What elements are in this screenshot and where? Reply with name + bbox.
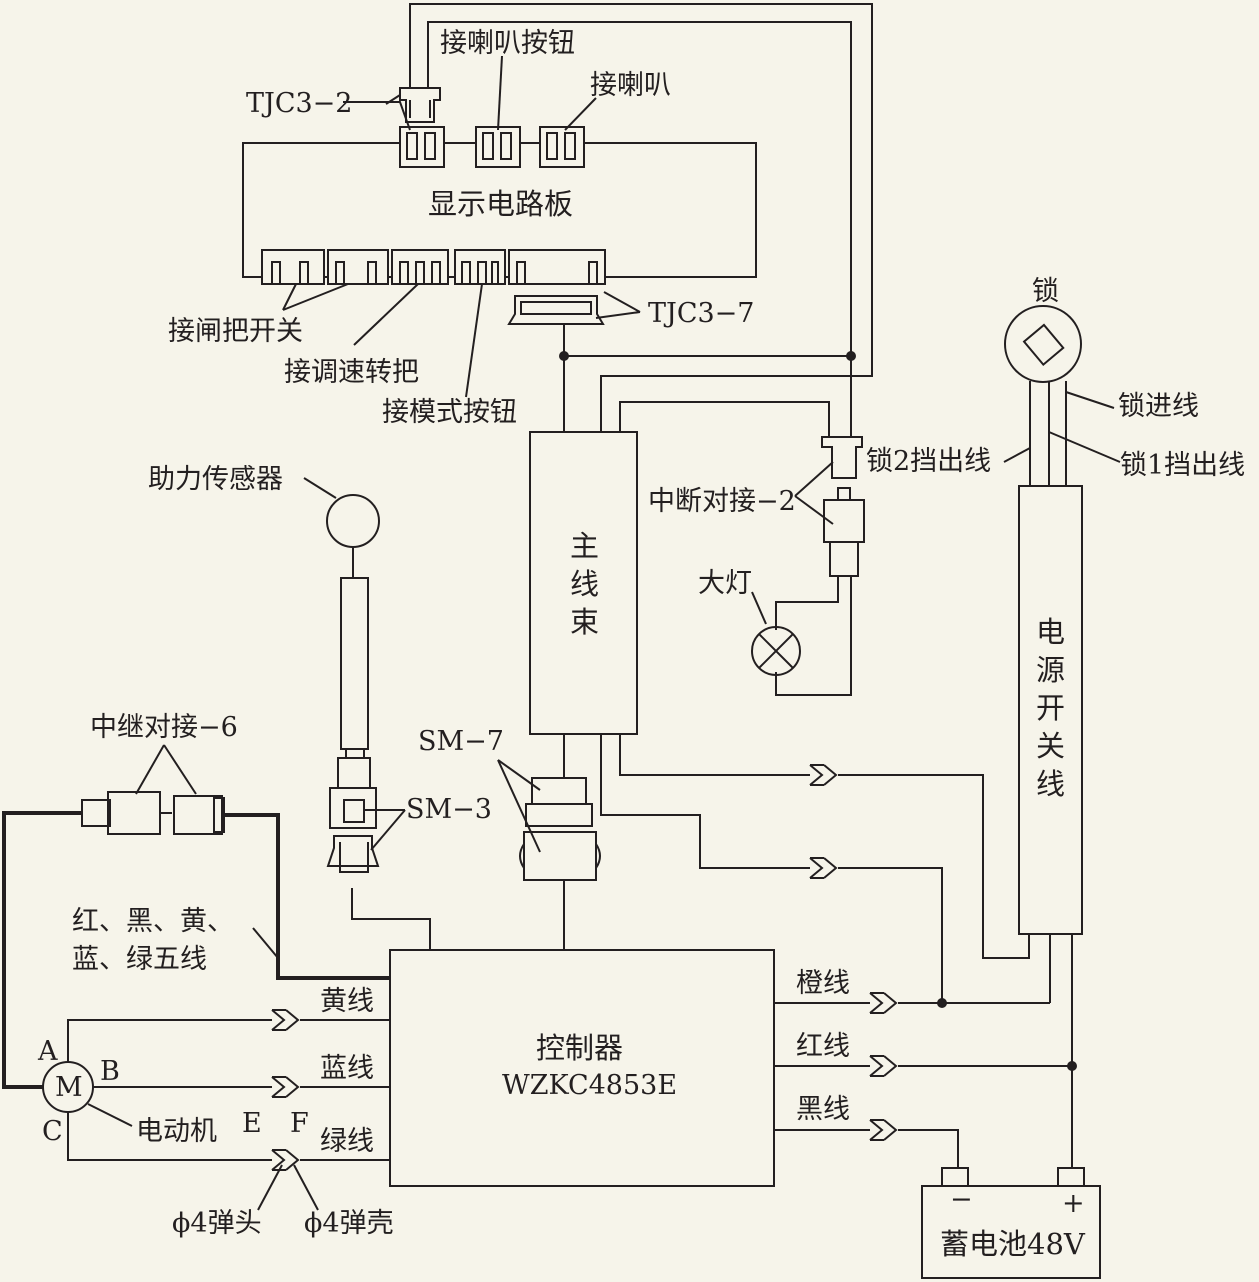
label-headlight: 大灯 xyxy=(698,568,752,599)
label-tjc3-7: TJC3−7 xyxy=(648,298,754,329)
bullet-connector-red xyxy=(869,1055,898,1077)
label-green-wire: 绿线 xyxy=(320,1126,374,1157)
label-motor: 电动机 xyxy=(136,1116,217,1147)
label-speed-throttle: 接调速转把 xyxy=(284,357,419,388)
label-lock-in: 锁进线 xyxy=(1118,391,1199,422)
label-controller-model: WZKC4853E xyxy=(502,1070,677,1101)
bullet-connector-harness-1 xyxy=(809,764,838,786)
headlight xyxy=(751,626,801,676)
bullet-connector-black xyxy=(869,1119,898,1141)
label-terminal-c: C xyxy=(42,1116,63,1147)
bullet-connector-yellow xyxy=(271,1009,300,1031)
label-power-switch-1: 电 xyxy=(1036,615,1065,649)
label-sm-3: SM−3 xyxy=(406,794,492,825)
horn-connector xyxy=(539,126,585,168)
controller xyxy=(389,949,775,1187)
label-yellow-wire: 黄线 xyxy=(320,986,374,1017)
label-battery-minus: − xyxy=(950,1184,973,1215)
label-five-wires-2: 蓝、绿五线 xyxy=(72,944,207,975)
label-red-wire: 红线 xyxy=(796,1031,850,1062)
label-main-harness-1: 主 xyxy=(570,529,599,563)
label-five-wires-1: 红、黑、黄、 xyxy=(72,906,234,937)
label-orange-wire: 橙线 xyxy=(796,968,850,999)
label-power-switch-4: 关 xyxy=(1036,729,1065,763)
junction-dot xyxy=(937,998,947,1008)
label-terminal-a: A xyxy=(37,1036,58,1067)
label-brake-switch: 接闸把开关 xyxy=(168,316,303,347)
tjc3-2-connector xyxy=(399,87,445,168)
tjc3-7-connector xyxy=(507,249,606,325)
label-power-switch-3: 开 xyxy=(1036,691,1065,725)
label-main-harness-3: 束 xyxy=(570,605,599,639)
label-main-harness-2: 线 xyxy=(570,567,599,601)
brake-switch-connector xyxy=(261,249,325,285)
sm-7-connector xyxy=(519,777,601,881)
label-relay-6: 中继对接−6 xyxy=(90,712,238,743)
label-horn: 接喇叭 xyxy=(590,70,671,101)
bullet-connector-orange xyxy=(869,992,898,1014)
junction-dot xyxy=(1067,1061,1077,1071)
assist-sensor xyxy=(326,494,380,548)
brake-switch-connector-2 xyxy=(327,249,389,285)
label-sm-7: SM−7 xyxy=(418,726,504,757)
sm-3-connector xyxy=(326,757,380,873)
speed-throttle-connector xyxy=(391,249,449,285)
label-battery: 蓄电池48V xyxy=(940,1227,1086,1261)
label-power-switch-2: 源 xyxy=(1036,653,1065,687)
bullet-connector-blue xyxy=(271,1076,300,1098)
break-2-connector xyxy=(821,436,865,577)
label-battery-plus: + xyxy=(1062,1188,1085,1219)
label-black-wire: 黑线 xyxy=(796,1094,850,1125)
label-power-switch-5: 线 xyxy=(1036,767,1065,801)
label-motor-symbol: M xyxy=(55,1072,83,1103)
mode-button-connector xyxy=(454,249,506,285)
label-pin: ϕ4弹头 xyxy=(172,1208,262,1239)
label-mode-button: 接模式按钮 xyxy=(382,397,517,428)
label-socket: ϕ4弹壳 xyxy=(304,1208,394,1239)
junction-dot xyxy=(559,351,569,361)
label-terminal-f: F xyxy=(290,1108,309,1139)
horn-button-connector xyxy=(475,126,521,168)
label-controller: 控制器 xyxy=(536,1031,623,1065)
label-assist-sensor: 助力传感器 xyxy=(148,464,283,495)
bullet-connector-harness-2 xyxy=(809,857,838,879)
label-lock: 锁 xyxy=(1032,276,1059,307)
battery xyxy=(921,1185,1101,1279)
junction-dot xyxy=(846,351,856,361)
label-terminal-b: B xyxy=(100,1056,120,1087)
main-harness xyxy=(529,431,638,735)
label-blue-wire: 蓝线 xyxy=(320,1053,374,1084)
relay-6-connector xyxy=(81,791,225,835)
label-lock2-out: 锁2挡出线 xyxy=(866,446,991,477)
bullet-connector-green xyxy=(271,1149,300,1171)
label-lock1-out: 锁1挡出线 xyxy=(1120,450,1245,481)
label-tjc3-2: TJC3−2 xyxy=(246,88,352,119)
label-break-2: 中断对接−2 xyxy=(648,486,796,517)
label-display-board: 显示电路板 xyxy=(428,187,573,221)
lock xyxy=(1004,305,1082,383)
label-horn-button: 接喇叭按钮 xyxy=(440,28,575,59)
label-terminal-e: E xyxy=(242,1108,262,1139)
